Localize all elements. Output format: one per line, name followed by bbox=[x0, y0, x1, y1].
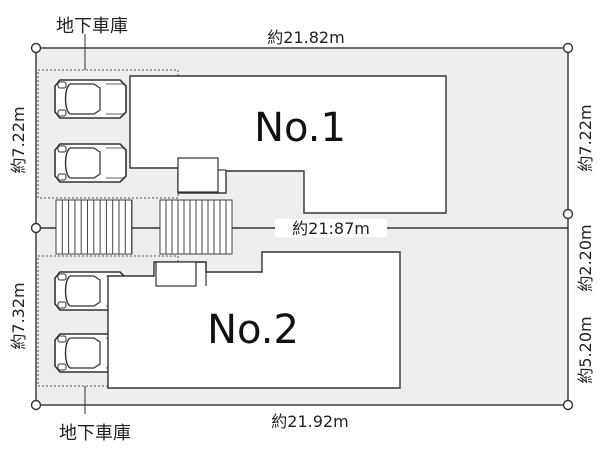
survey-point-icon bbox=[30, 42, 42, 54]
dim-right-lower: 約5.20m bbox=[576, 316, 595, 383]
dim-middle-width: 約21:87m bbox=[292, 219, 370, 238]
dim-top-width: 約21.82m bbox=[267, 28, 344, 47]
survey-point-icon bbox=[562, 208, 574, 220]
survey-point-icon bbox=[30, 399, 42, 411]
dim-bottom-width: 約21.92m bbox=[271, 412, 348, 431]
dim-right-upper: 約7.22m bbox=[576, 104, 595, 171]
survey-points bbox=[30, 42, 574, 411]
building-no2 bbox=[107, 251, 401, 389]
lot-name-no2: No.2 bbox=[207, 307, 299, 353]
survey-point-icon bbox=[562, 399, 574, 411]
stairs-icon bbox=[55, 199, 233, 255]
building-no1 bbox=[129, 75, 447, 214]
survey-point-icon bbox=[30, 222, 42, 234]
car-icon bbox=[54, 143, 127, 183]
garage-label-top: 地下車庫 bbox=[56, 16, 128, 37]
lot-name-no1: No.1 bbox=[254, 105, 346, 151]
car-icon bbox=[54, 79, 127, 119]
dim-right-middle: 約2.20m bbox=[576, 224, 595, 291]
dim-left-upper: 約7.22m bbox=[9, 106, 28, 173]
survey-point-icon bbox=[562, 42, 574, 54]
dim-left-lower: 約7.32m bbox=[9, 282, 28, 349]
garage-label-bottom: 地下車庫 bbox=[59, 423, 131, 444]
entrance-porch-no1 bbox=[177, 157, 219, 193]
entrance-porch-no2 bbox=[155, 261, 197, 287]
